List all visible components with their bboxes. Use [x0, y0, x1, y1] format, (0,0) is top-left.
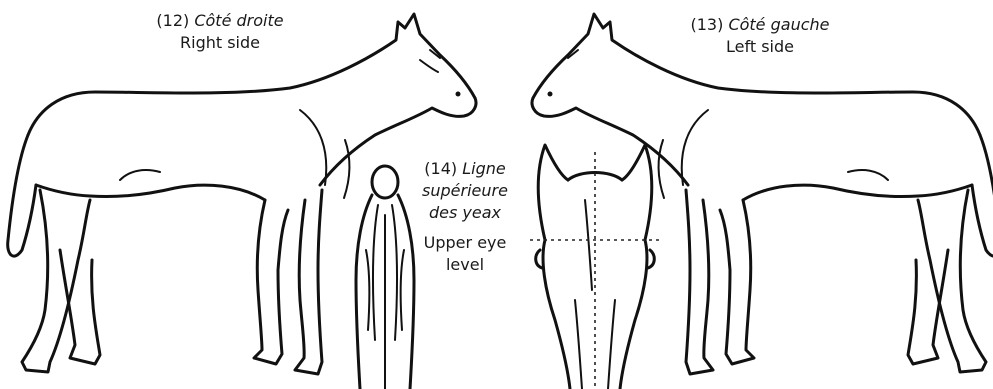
label-number: (12): [156, 11, 189, 30]
label-french-text: Côté droite: [194, 11, 283, 30]
horse-left-side-drawing: [532, 14, 993, 374]
label-left-side: (13) Côté gauche Left side: [660, 14, 860, 58]
label-number: (13): [691, 15, 724, 34]
label-french-text: Ligne: [462, 159, 506, 178]
label-right-side: (12) Côté droite Right side: [120, 10, 320, 54]
label-english-text: Left side: [660, 36, 860, 58]
label-english-text: Upper eye: [410, 232, 520, 254]
label-left-side-french: (13) Côté gauche: [660, 14, 860, 36]
label-eye-level-french-1: (14) Ligne: [410, 158, 520, 180]
label-right-side-french: (12) Côté droite: [120, 10, 320, 32]
label-eye-level: (14) Ligne supérieure des yeax Upper eye…: [410, 158, 520, 276]
label-french-text: supérieure: [410, 180, 520, 202]
horse-right-side-drawing: [8, 14, 476, 374]
label-number: (14): [424, 159, 457, 178]
label-french-text: des yeax: [410, 202, 520, 224]
label-english-text: Right side: [120, 32, 320, 54]
label-french-text: Côté gauche: [728, 15, 829, 34]
label-english-text: level: [410, 254, 520, 276]
horse-head-front-drawing: [530, 145, 662, 389]
horse-rear-view-drawing: [356, 166, 414, 389]
